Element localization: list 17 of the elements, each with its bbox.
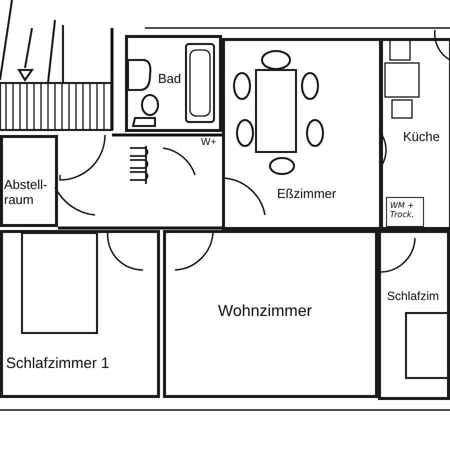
room-outline [163, 230, 378, 398]
room-label: Abstell- raum [4, 178, 48, 208]
room-outline [380, 38, 450, 230]
appliance-label: WM + Trock. [390, 201, 416, 220]
room-label: Bad [158, 71, 182, 86]
appliance-box [386, 197, 424, 227]
room-label: Eßzimmer [277, 186, 336, 201]
room-outline [222, 38, 382, 230]
room-label: Schlafzimmer 1 [6, 355, 110, 372]
room-label: Wohnzimmer [218, 303, 312, 321]
room-outline [0, 135, 58, 227]
room-label: Küche [403, 129, 440, 144]
fixture-label: W+ [201, 137, 216, 148]
room-outline [378, 230, 450, 400]
room-outline [125, 35, 222, 132]
room-label: Schlafzim [387, 289, 440, 303]
room-outline [0, 230, 160, 398]
